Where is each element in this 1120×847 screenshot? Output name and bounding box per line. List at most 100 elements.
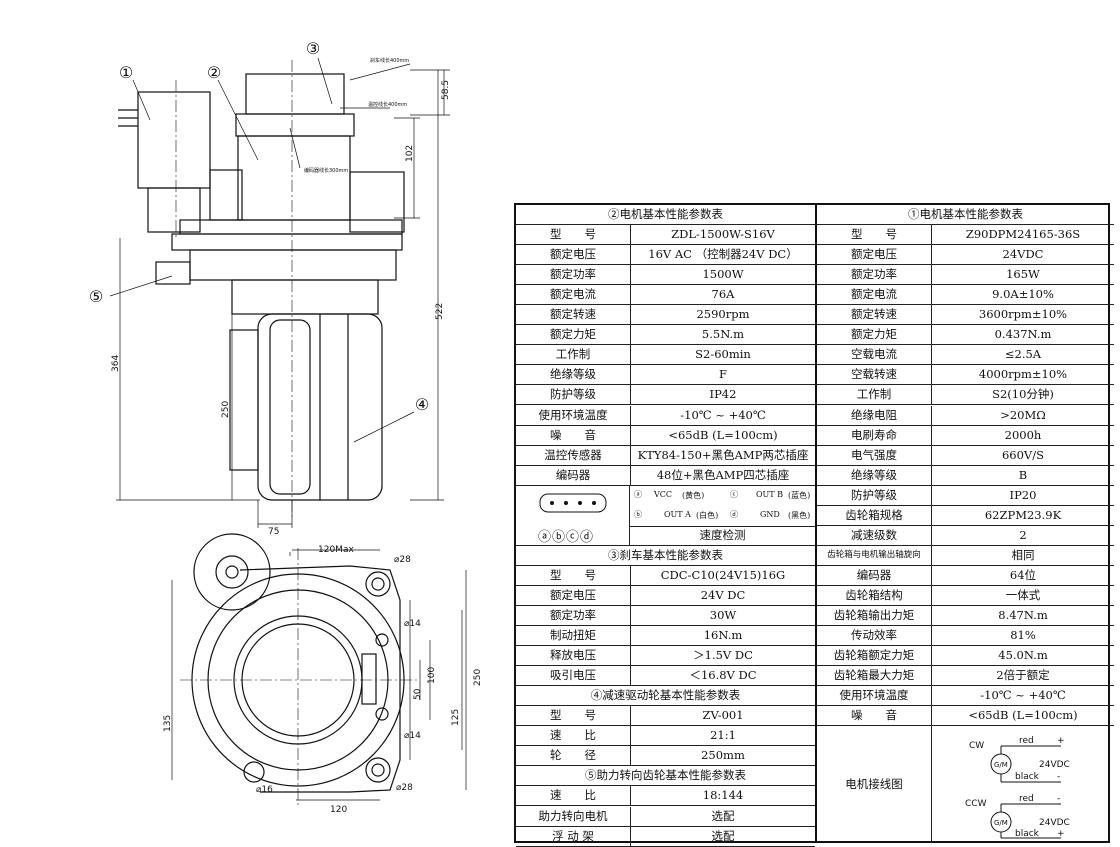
dim-75: 75: [268, 527, 279, 537]
row-value: 3600rpm±10%: [978, 307, 1068, 322]
table5-title-text: ⑤助力转向齿轮基本性能参数表: [585, 768, 746, 783]
technical-drawing: ① ② ③ ④ ⑤ 刹车线长400mm 温控线长400mm 编码器线长300mm…: [89, 39, 483, 815]
row-value: 8.47N.m: [998, 608, 1048, 622]
row-key: 释放电压: [516, 646, 631, 666]
row-value: -10℃ ~ +40℃: [680, 407, 766, 422]
row-value: S2(10分钟): [992, 387, 1054, 402]
row-key: 浮 动 架: [516, 826, 631, 846]
row-key: 型 号: [516, 565, 631, 585]
row-value: 选配: [711, 808, 735, 823]
row-value: 62ZPM23.9K: [984, 507, 1062, 522]
table-row: 噪 音<65dB (L=100cm): [516, 425, 815, 446]
svg-text:black: black: [1015, 829, 1040, 839]
row-value: 1500W: [702, 267, 744, 282]
row-value: <65dB (L=100cm): [968, 708, 1078, 723]
dim-dia14-top: ⌀14: [404, 619, 421, 629]
pin-b-label: OUT A: [664, 509, 691, 519]
row-key: 绝缘等级: [817, 465, 932, 485]
row-key: 电刷寿命: [817, 425, 932, 445]
row-key: 吸引电压: [516, 666, 631, 686]
svg-text:G/M: G/M: [994, 761, 1008, 769]
row-value: 选配: [711, 828, 735, 843]
svg-text:-: -: [1057, 794, 1060, 804]
row-value: ＞1.5V DC: [693, 648, 753, 663]
dim-dia28-top: ⌀28: [394, 555, 411, 565]
row-key: 减速级数: [817, 525, 932, 545]
callout-2: ②: [207, 63, 221, 82]
pin-c: ⓒ: [730, 489, 738, 499]
row-key: 额定转速: [817, 305, 932, 325]
row-key: 防护等级: [516, 385, 631, 405]
row-key: 速 比: [516, 726, 631, 746]
table-row: 齿轮箱结构一体式: [817, 585, 1114, 606]
row-key: 齿轮箱最大力矩: [817, 666, 932, 686]
motor-1-body: [137, 91, 211, 189]
table1-title-text: ①电机基本性能参数表: [908, 207, 1023, 221]
table-row: 工作制 S2(10分钟): [817, 385, 1114, 406]
row-key: 噪 音: [516, 425, 631, 445]
table-row: 减速级数 2: [817, 525, 1114, 546]
table-row: 使用环境温度-10℃ ~ +40℃: [817, 686, 1114, 707]
motor-2-body: [237, 135, 351, 221]
pin-d: ⓓ: [730, 509, 738, 519]
dim-364: 364: [111, 355, 121, 372]
row-value: >20MΩ: [1000, 407, 1046, 422]
table-row: 噪 音<65dB (L=100cm): [817, 706, 1114, 727]
svg-text:24VDC: 24VDC: [1039, 760, 1070, 770]
row-value: IP42: [709, 387, 737, 402]
row-key: 齿轮箱与电机输出轴旋向: [817, 545, 932, 565]
dim-135: 135: [163, 715, 173, 732]
dim-50: 50: [413, 688, 423, 700]
row-key: 额定功率: [516, 606, 631, 626]
row-value: KTY84-150+黑色AMP两芯插座: [637, 447, 809, 462]
motor-1-plan: [193, 533, 271, 611]
wiring-diagram: CWG/Mred+24VDCblack-CCWG/Mred-24VDCblack…: [965, 736, 1070, 839]
pin-b: ⓑ: [634, 509, 642, 519]
row-key: 工作制: [817, 385, 932, 405]
row-value: 2: [1019, 527, 1027, 542]
table-row: 齿轮箱与电机输出轴旋向相同: [817, 545, 1114, 566]
row-value: 4000rpm±10%: [978, 367, 1068, 382]
row-key: 工作制: [516, 345, 631, 365]
table2-title-text: ②电机基本性能参数表: [608, 207, 723, 221]
svg-text:CW: CW: [969, 741, 984, 751]
dim-58-5: 58.5: [441, 80, 451, 100]
row-value: 18:144: [702, 788, 744, 803]
row-key: 轮 径: [516, 746, 631, 766]
row-key: 空载转速: [817, 365, 932, 385]
dim-250-plan: 250: [473, 669, 483, 686]
row-value: 9.0A±10%: [992, 287, 1054, 302]
row-key: 额定功率: [516, 265, 631, 285]
callout-4: ④: [415, 395, 429, 414]
row-key: 额定电流: [516, 285, 631, 305]
svg-text:G/M: G/M: [994, 819, 1008, 827]
callout-1: ①: [119, 63, 133, 82]
encoder-speed-label: 速度检测: [699, 527, 746, 542]
pin-a-color: (黄色): [682, 490, 705, 500]
svg-text:CCW: CCW: [965, 799, 987, 809]
dim-dia16: ⌀16: [256, 785, 273, 795]
row-value: 660V/S: [1001, 447, 1044, 462]
row-key: 电气强度: [817, 445, 932, 465]
row-value: 16V AC （控制器24V DC）: [648, 247, 798, 262]
table-row: 额定功率 1500W: [516, 265, 815, 286]
row-value: 21:1: [710, 728, 736, 743]
row-key: 型 号: [516, 706, 631, 726]
